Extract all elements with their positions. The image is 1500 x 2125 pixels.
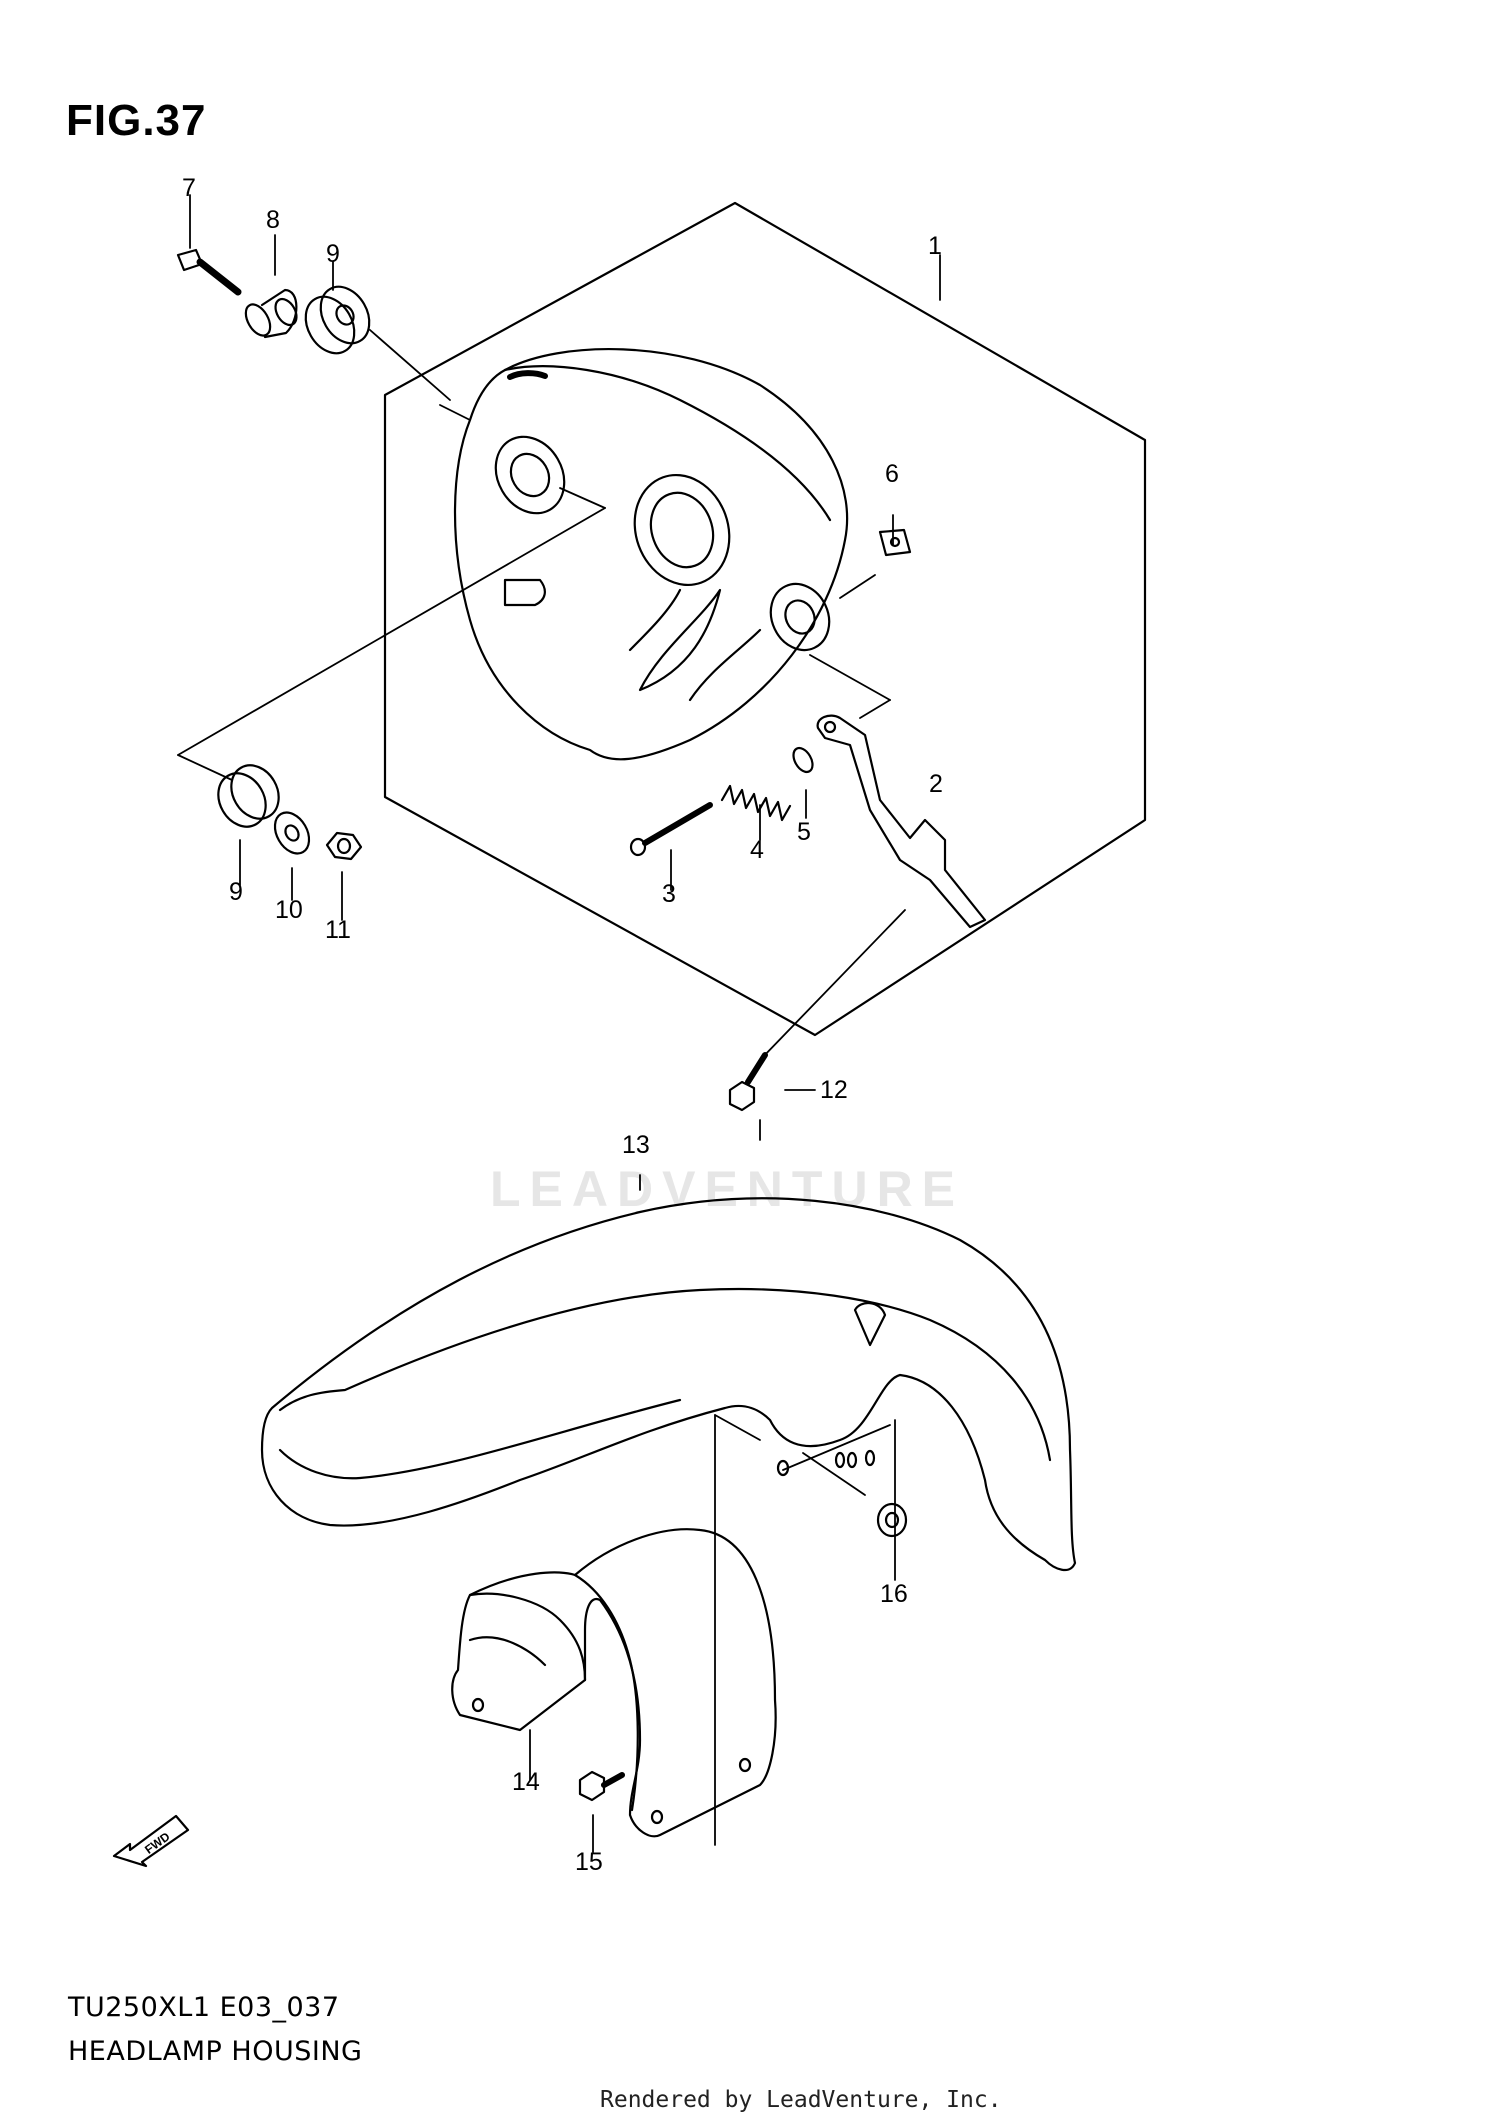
callout-2: 2: [929, 770, 943, 798]
callout-13: 13: [622, 1131, 650, 1159]
bolt-part-7: [176, 248, 242, 296]
bracket-part-2: [816, 714, 987, 929]
callout-7: 7: [182, 174, 196, 202]
watermark-text: LEADVENTURE: [490, 1161, 965, 1217]
rubber-part-9-bottom: [217, 764, 280, 828]
leader-lines: [177, 194, 941, 1853]
forward-arrow-icon: FWD: [112, 1814, 190, 1868]
front-fender-part-13: [260, 1197, 1077, 1572]
callout-10: 10: [275, 896, 303, 924]
screw-part-3: [629, 802, 713, 857]
callout-6: 6: [885, 460, 899, 488]
model-code: TU250XL1 E03_037: [68, 1992, 340, 2023]
nut-part-11: [325, 831, 363, 861]
spring-part-4: [720, 784, 792, 822]
callout-3: 3: [662, 880, 676, 908]
callout-14: 14: [512, 1768, 540, 1796]
nut-part-16: [876, 1502, 908, 1538]
callout-15: 15: [575, 1848, 603, 1876]
headlamp-housing-part: [453, 348, 849, 761]
bolt-part-12: [728, 1052, 768, 1112]
callout-16: 16: [880, 1580, 908, 1608]
washer-part-10: [273, 811, 311, 855]
rendered-by-credit: Rendered by LeadVenture, Inc.: [600, 2087, 1002, 2113]
callout-9-bottom: 9: [229, 878, 243, 906]
rubber-part-9-top: [304, 285, 371, 355]
callout-5: 5: [797, 818, 811, 846]
kit-boundary: [383, 201, 1147, 1037]
collar-part-8: [244, 288, 298, 339]
callout-1: 1: [928, 232, 942, 260]
figure-title: FIG.37: [66, 96, 207, 145]
callout-12: 12: [820, 1076, 848, 1104]
inner-fender-part-14: [451, 1528, 777, 1838]
callout-9-top: 9: [326, 240, 340, 268]
washer-part-5: [792, 746, 814, 774]
nut-part-6: [878, 528, 912, 557]
part-name: HEADLAMP HOUSING: [68, 2036, 363, 2067]
callout-11: 11: [325, 916, 351, 944]
callout-8: 8: [266, 206, 280, 234]
callout-labels: 1 2 3 4 5 6 7 8 9 9 10 11 12 13 14 15 16: [182, 174, 943, 1876]
bolt-part-15: [578, 1770, 625, 1802]
callout-4: 4: [750, 836, 764, 864]
